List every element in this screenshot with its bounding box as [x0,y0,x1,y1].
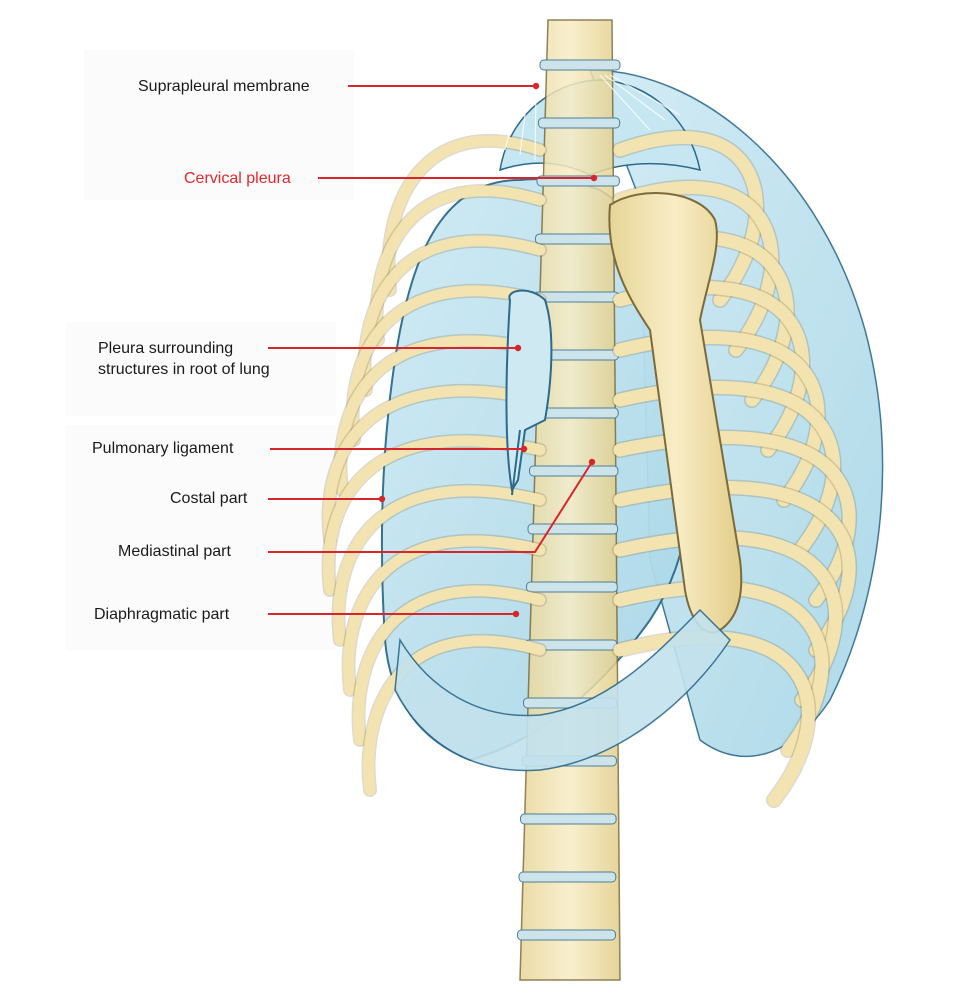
leader-line-mediastinal [268,461,593,553]
intervertebral-disc [520,813,617,825]
leader-dot-mediastinal [588,458,596,466]
suprapleural-fibers [504,74,681,161]
intervertebral-disc [535,233,620,245]
label-panel-middle [66,322,336,416]
leader-dot-root [514,344,522,352]
label-panel-lower [66,425,336,650]
label-suprapleural-membrane: Suprapleural membrane [138,78,310,95]
intervertebral-disc [526,581,618,593]
left-rib [353,585,546,746]
leader-dot-diaphragmatic [512,610,520,618]
intervertebral-disc [517,929,616,941]
label-root-pleura: Pleura surrounding structures in root of… [98,340,270,378]
pulmonary-ligament-line [511,429,521,496]
leader-dot-cervical [590,174,598,182]
left-rib [343,535,546,696]
label-costal-part: Costal part [170,490,248,507]
diaphragm [394,608,731,772]
left-rib [323,385,546,546]
sternum [608,192,743,634]
intervertebral-disc [538,117,621,129]
label-cervical-pleura: Cervical pleura [184,170,291,187]
left-rib [323,435,546,596]
leader-dot-ligament [520,445,528,453]
intervertebral-disc [518,871,617,883]
right-rib [613,181,779,357]
leader-dot-suprapleural [532,82,540,90]
leader-dot-costal [378,495,386,503]
left-rib [333,485,546,646]
intervertebral-disc [529,465,619,477]
intervertebral-disc [527,523,619,535]
label-pulmonary-ligament: Pulmonary ligament [92,440,234,457]
label-panel-top [84,50,354,200]
intervertebral-disc [539,59,621,71]
root-of-lung [505,289,553,493]
label-mediastinal-part: Mediastinal part [118,543,231,560]
right-rib [613,131,763,307]
label-diaphragmatic-part: Diaphragmatic part [94,606,230,623]
